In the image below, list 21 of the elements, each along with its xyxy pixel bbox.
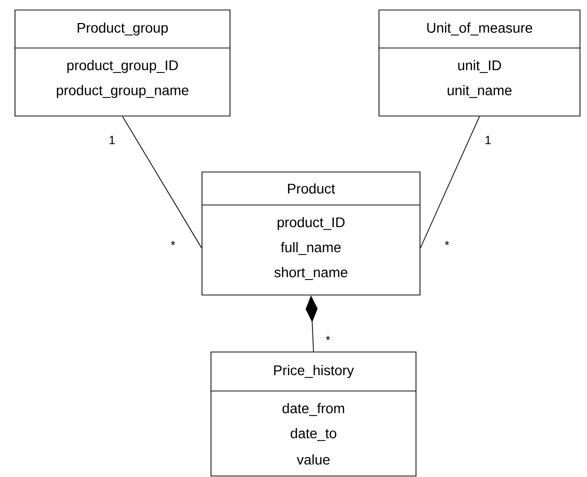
association-line — [122, 116, 202, 248]
class-name: Product_group — [78, 22, 168, 36]
attribute-text: unit_name — [448, 85, 512, 98]
attribute-text: date_from — [282, 403, 344, 416]
attribute-text: date_to — [290, 428, 336, 441]
multiplicity-label: * — [444, 240, 450, 246]
multiplicity-label: * — [170, 240, 176, 246]
attribute-text: short_name — [274, 267, 348, 280]
attribute-text: full_name — [280, 242, 341, 255]
attribute-text: unit_ID — [458, 60, 501, 73]
attribute-text: value — [296, 454, 330, 465]
attribute-text: product_group_name — [56, 84, 188, 98]
attribute-text: product_ID — [278, 216, 345, 230]
association-line — [420, 116, 480, 248]
multiplicity-label: * — [326, 336, 330, 340]
attribute-text: product_group_ID — [67, 60, 178, 74]
multiplicity-label: 1 — [486, 136, 491, 144]
class-name: Unit_of_measure — [427, 22, 532, 36]
class-name: Price_history — [274, 364, 354, 378]
multiplicity-label: 1 — [110, 136, 115, 144]
class-name: Product — [288, 183, 336, 194]
